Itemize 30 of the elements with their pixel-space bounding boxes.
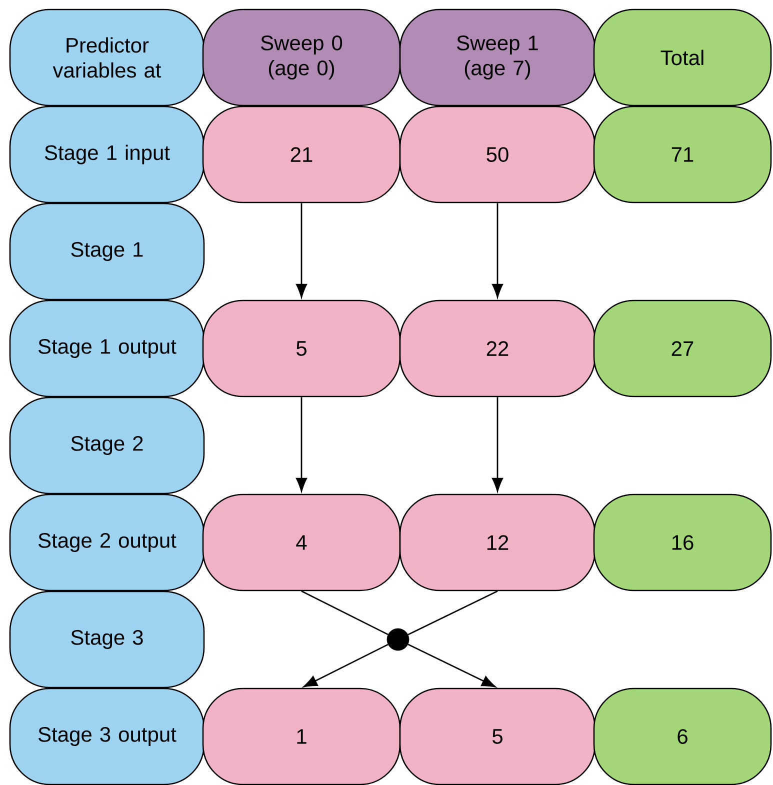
total-box: Total: [593, 8, 772, 106]
stage-box: Predictor variables at: [9, 8, 205, 106]
total-box: 71: [593, 106, 772, 204]
arrow: [296, 397, 307, 492]
count-box: 5: [202, 300, 401, 398]
stage-box: Stage 3: [9, 590, 205, 688]
arrow: [492, 397, 503, 492]
total-box: 27: [593, 300, 772, 398]
count-box: 21: [202, 106, 401, 204]
count-box: 5: [399, 688, 596, 785]
count-box: 12: [399, 494, 596, 592]
total-box: 16: [593, 494, 772, 592]
arrow: [492, 203, 503, 298]
count-box: 4: [202, 494, 401, 592]
header-box: Sweep 1 (age 7): [399, 8, 596, 106]
stage-box: Stage 1 output: [9, 300, 205, 398]
header-box: Sweep 0 (age 0): [202, 8, 401, 106]
stage-box: Stage 1: [9, 202, 205, 300]
stage-box: Stage 3 output: [9, 688, 205, 785]
total-box: 6: [593, 688, 772, 785]
arrow: [408, 644, 496, 688]
count-box: 1: [202, 688, 401, 785]
junction-dot: [386, 628, 410, 651]
stage-box: Stage 1 input: [9, 106, 205, 204]
count-box: 22: [399, 300, 596, 398]
arrow: [296, 203, 307, 298]
stage-box: Stage 2 output: [9, 494, 205, 592]
count-box: 50: [399, 106, 596, 204]
stage-box: Stage 2: [9, 396, 205, 494]
arrow: [303, 644, 388, 688]
